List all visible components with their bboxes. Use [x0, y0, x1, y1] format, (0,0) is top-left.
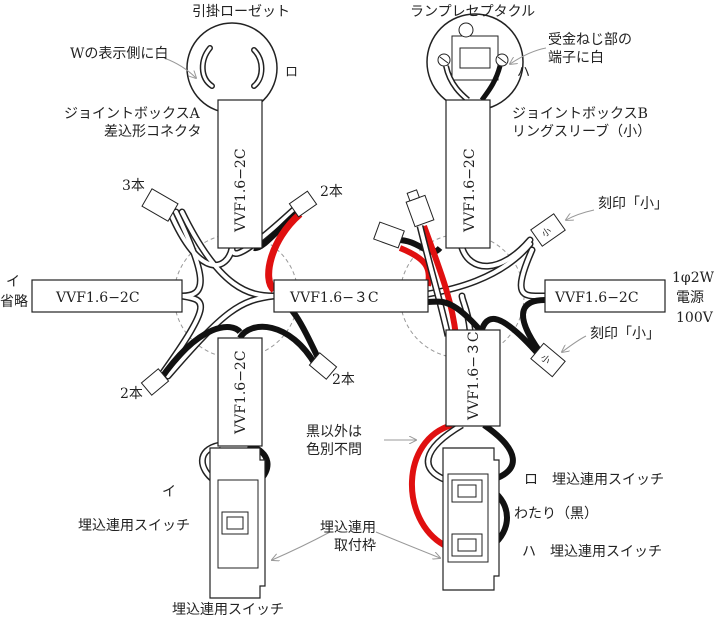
connector-3-way [141, 188, 179, 222]
svg-text:VVF1.6−2C: VVF1.6−2C [233, 350, 249, 435]
svg-text:VVF1.6−３C: VVF1.6−３C [289, 290, 379, 306]
label-non-black-l1: 黒以外は [306, 424, 362, 440]
label-embedded-switch-bottom: 埋込連用スイッチ [172, 602, 284, 618]
label-two-wire-lr: 2本 [332, 372, 355, 388]
label-mount-frame-l1: 埋込連用 [320, 520, 376, 536]
cable-bottom-a: VVF1.6−2C [217, 337, 263, 447]
svg-text:VVF1.6−2C: VVF1.6−2C [55, 290, 140, 306]
switch-plate-left [209, 447, 266, 599]
ring-sleeve-2 [373, 221, 405, 249]
label-stamp-small-2: 刻印「小」 [590, 326, 660, 342]
label-screw-note-l1: 受金ねじ部の [548, 32, 632, 48]
label-ha-switch: ハ 埋込連用スイッチ [522, 544, 662, 560]
switch-plate-right [442, 447, 500, 591]
label-lamp-receptacle: ランプレセプタクル [410, 4, 535, 20]
label-switch-i: イ [162, 484, 176, 500]
label-stamp-small-1: 刻印「小」 [598, 196, 668, 212]
label-left-omit: 省略 [0, 294, 28, 310]
label-ro-switch: ロ 埋込連用スイッチ [524, 472, 664, 488]
lamp-receptacle [426, 13, 524, 111]
label-jbox-b-l1: ジョイントボックスB [512, 106, 648, 122]
label-ceiling-rosette: 引掛ローゼット [192, 4, 290, 20]
label-two-wire-ur: 2本 [320, 184, 343, 200]
leader-lines [163, 47, 595, 560]
svg-text:VVF1.6−2C: VVF1.6−2C [233, 148, 249, 233]
label-screw-note-l2: 端子に白 [548, 50, 604, 66]
svg-text:VVF1.6−2C: VVF1.6−2C [554, 290, 639, 306]
ring-sleeve-1 [405, 189, 435, 228]
connector-2-way-lower-right [308, 352, 338, 380]
cable-bottom-b: VVF1.6−３C [445, 329, 501, 427]
label-source-l3: 100V [676, 310, 714, 326]
label-left-i: イ [6, 274, 20, 290]
wires-junction-a [157, 202, 323, 382]
cable-left: VVF1.6−2C [31, 279, 183, 313]
label-three-wire: 3本 [122, 178, 145, 194]
label-terminal-ro-top: ロ [285, 65, 298, 80]
label-jbox-a-l2: 差込形コネクタ [104, 124, 201, 140]
cable-top-b: VVF1.6−2C [445, 99, 491, 249]
svg-text:VVF1.6−３C: VVF1.6−３C [466, 331, 482, 421]
label-jbox-a-l1: ジョイントボックスA [64, 106, 201, 122]
ring-sleeve-4: 小 [530, 342, 566, 378]
label-source-l1: 1φ2W [672, 270, 715, 286]
label-embedded-switch-1: 埋込連用スイッチ [78, 518, 190, 534]
connector-2-way-lower-left [140, 368, 170, 396]
label-mount-frame-l2: 取付枠 [334, 538, 376, 554]
label-two-wire-ll: 2本 [120, 386, 143, 402]
connector-2-way-upper [288, 190, 318, 218]
label-non-black-l2: 色別不問 [306, 441, 362, 458]
ceiling-rosette [186, 22, 278, 114]
svg-text:VVF1.6−2C: VVF1.6−2C [462, 148, 478, 233]
cable-middle: VVF1.6−３C [273, 279, 429, 313]
label-source-l2: 電源 [676, 290, 704, 306]
label-terminal-ha-top: ハ [517, 65, 530, 80]
ring-sleeve-3: 小 [530, 213, 566, 247]
label-jbox-b-l2: リングスリーブ（小） [512, 123, 651, 140]
label-white-side-note: Wの表示側に白 [70, 46, 168, 62]
label-watari: わたり（黒） [514, 506, 598, 522]
cable-right: VVF1.6−2C [544, 279, 666, 313]
wires-junction-b [397, 224, 549, 358]
cable-top-a: VVF1.6−2C [217, 99, 263, 249]
